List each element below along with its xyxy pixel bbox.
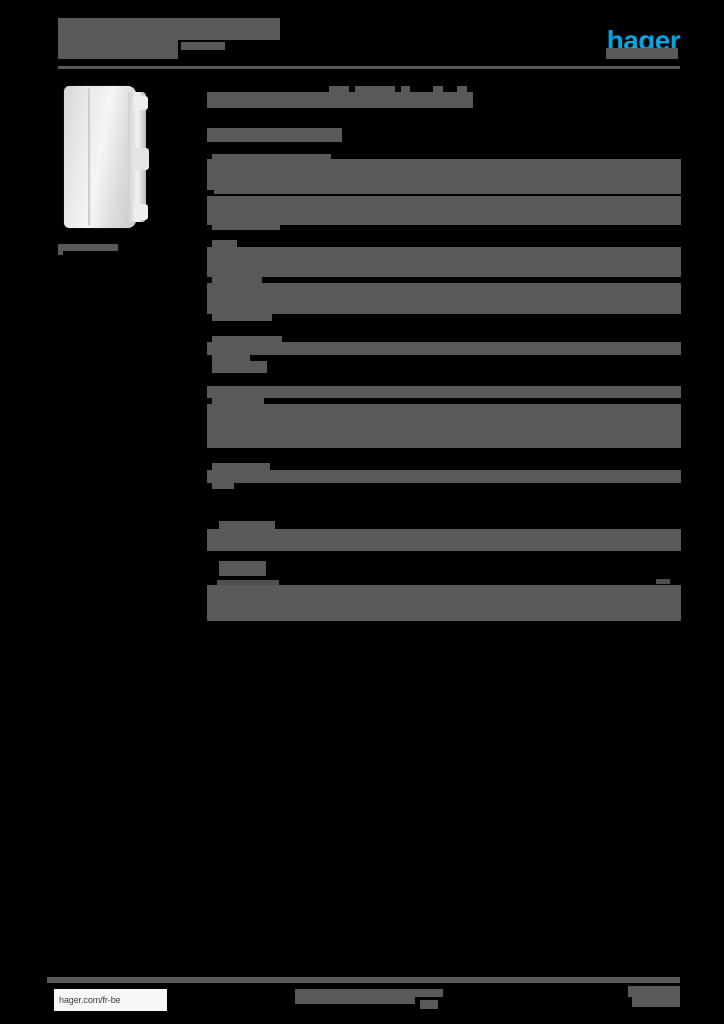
group-3-row-4 xyxy=(207,404,681,442)
page-heading-accent-a xyxy=(329,86,349,93)
group-3-row-6 xyxy=(207,442,681,448)
group-6-heading xyxy=(219,561,266,576)
product-body xyxy=(64,86,136,228)
group-3-row-4-label xyxy=(212,398,264,404)
product-seam xyxy=(88,88,91,226)
page-heading-accent-d xyxy=(433,86,443,93)
group-1-row-3 xyxy=(212,225,280,230)
footer-url-link[interactable]: hager.com/fr-be xyxy=(54,989,167,1011)
page-header: hager xyxy=(0,0,724,72)
footer-center-marker xyxy=(420,1000,438,1009)
group-3-row-1 xyxy=(207,342,681,355)
group-6-row-2 xyxy=(207,585,681,621)
group-3-row-5-marker xyxy=(212,437,220,443)
product-clip-bottom xyxy=(134,204,148,220)
group-3-row-3 xyxy=(207,386,681,398)
footer-page-number xyxy=(628,986,680,997)
product-caption-marker xyxy=(58,248,63,255)
page-subheading xyxy=(207,128,342,142)
footer-url-text: hager.com/fr-be xyxy=(59,995,121,1005)
group-1-row-2 xyxy=(207,196,681,225)
group-4-heading xyxy=(212,463,270,470)
page-heading-accent-c xyxy=(401,86,410,93)
footer-divider xyxy=(47,977,680,983)
group-2-row-2 xyxy=(207,262,681,277)
footer-center-text xyxy=(295,989,443,997)
group-3-row-2-label xyxy=(212,355,250,361)
product-clip-top xyxy=(134,96,148,110)
group-6-row-1-label xyxy=(217,580,279,585)
group-1-row-2-label xyxy=(214,190,681,194)
product-clip-middle xyxy=(132,148,149,170)
group-4-row-2 xyxy=(212,483,234,489)
group-2-row-4 xyxy=(207,299,681,314)
group-5-heading xyxy=(219,521,275,529)
page-heading xyxy=(207,92,473,108)
page-title-line-2 xyxy=(58,38,178,59)
page-title-kicker xyxy=(181,42,225,50)
group-4-row-1 xyxy=(207,470,681,483)
page-title-line-1 xyxy=(58,18,280,40)
logo-underline xyxy=(606,48,678,59)
page-heading-accent-b xyxy=(355,86,395,93)
footer-page-number-shadow xyxy=(632,997,680,1007)
group-2-row-1 xyxy=(207,247,681,262)
group-2-row-5 xyxy=(212,314,272,321)
group-5-row-1 xyxy=(207,529,681,551)
product-image xyxy=(58,86,176,236)
group-1-row-1 xyxy=(207,159,681,190)
spec-content xyxy=(207,0,681,1024)
group-2-heading xyxy=(212,240,237,247)
group-6-row-1-value xyxy=(656,579,670,584)
group-2-row-1-value xyxy=(587,258,617,262)
footer-center-text-line2 xyxy=(295,997,415,1004)
group-1-heading xyxy=(212,154,331,159)
header-divider xyxy=(58,66,680,69)
group-3-heading xyxy=(212,336,282,342)
group-3-row-2-sub xyxy=(212,361,267,373)
group-2-row-3 xyxy=(207,283,681,299)
page-heading-accent-e xyxy=(457,86,467,93)
product-caption xyxy=(58,244,118,251)
group-2-row-3-label xyxy=(212,277,262,283)
